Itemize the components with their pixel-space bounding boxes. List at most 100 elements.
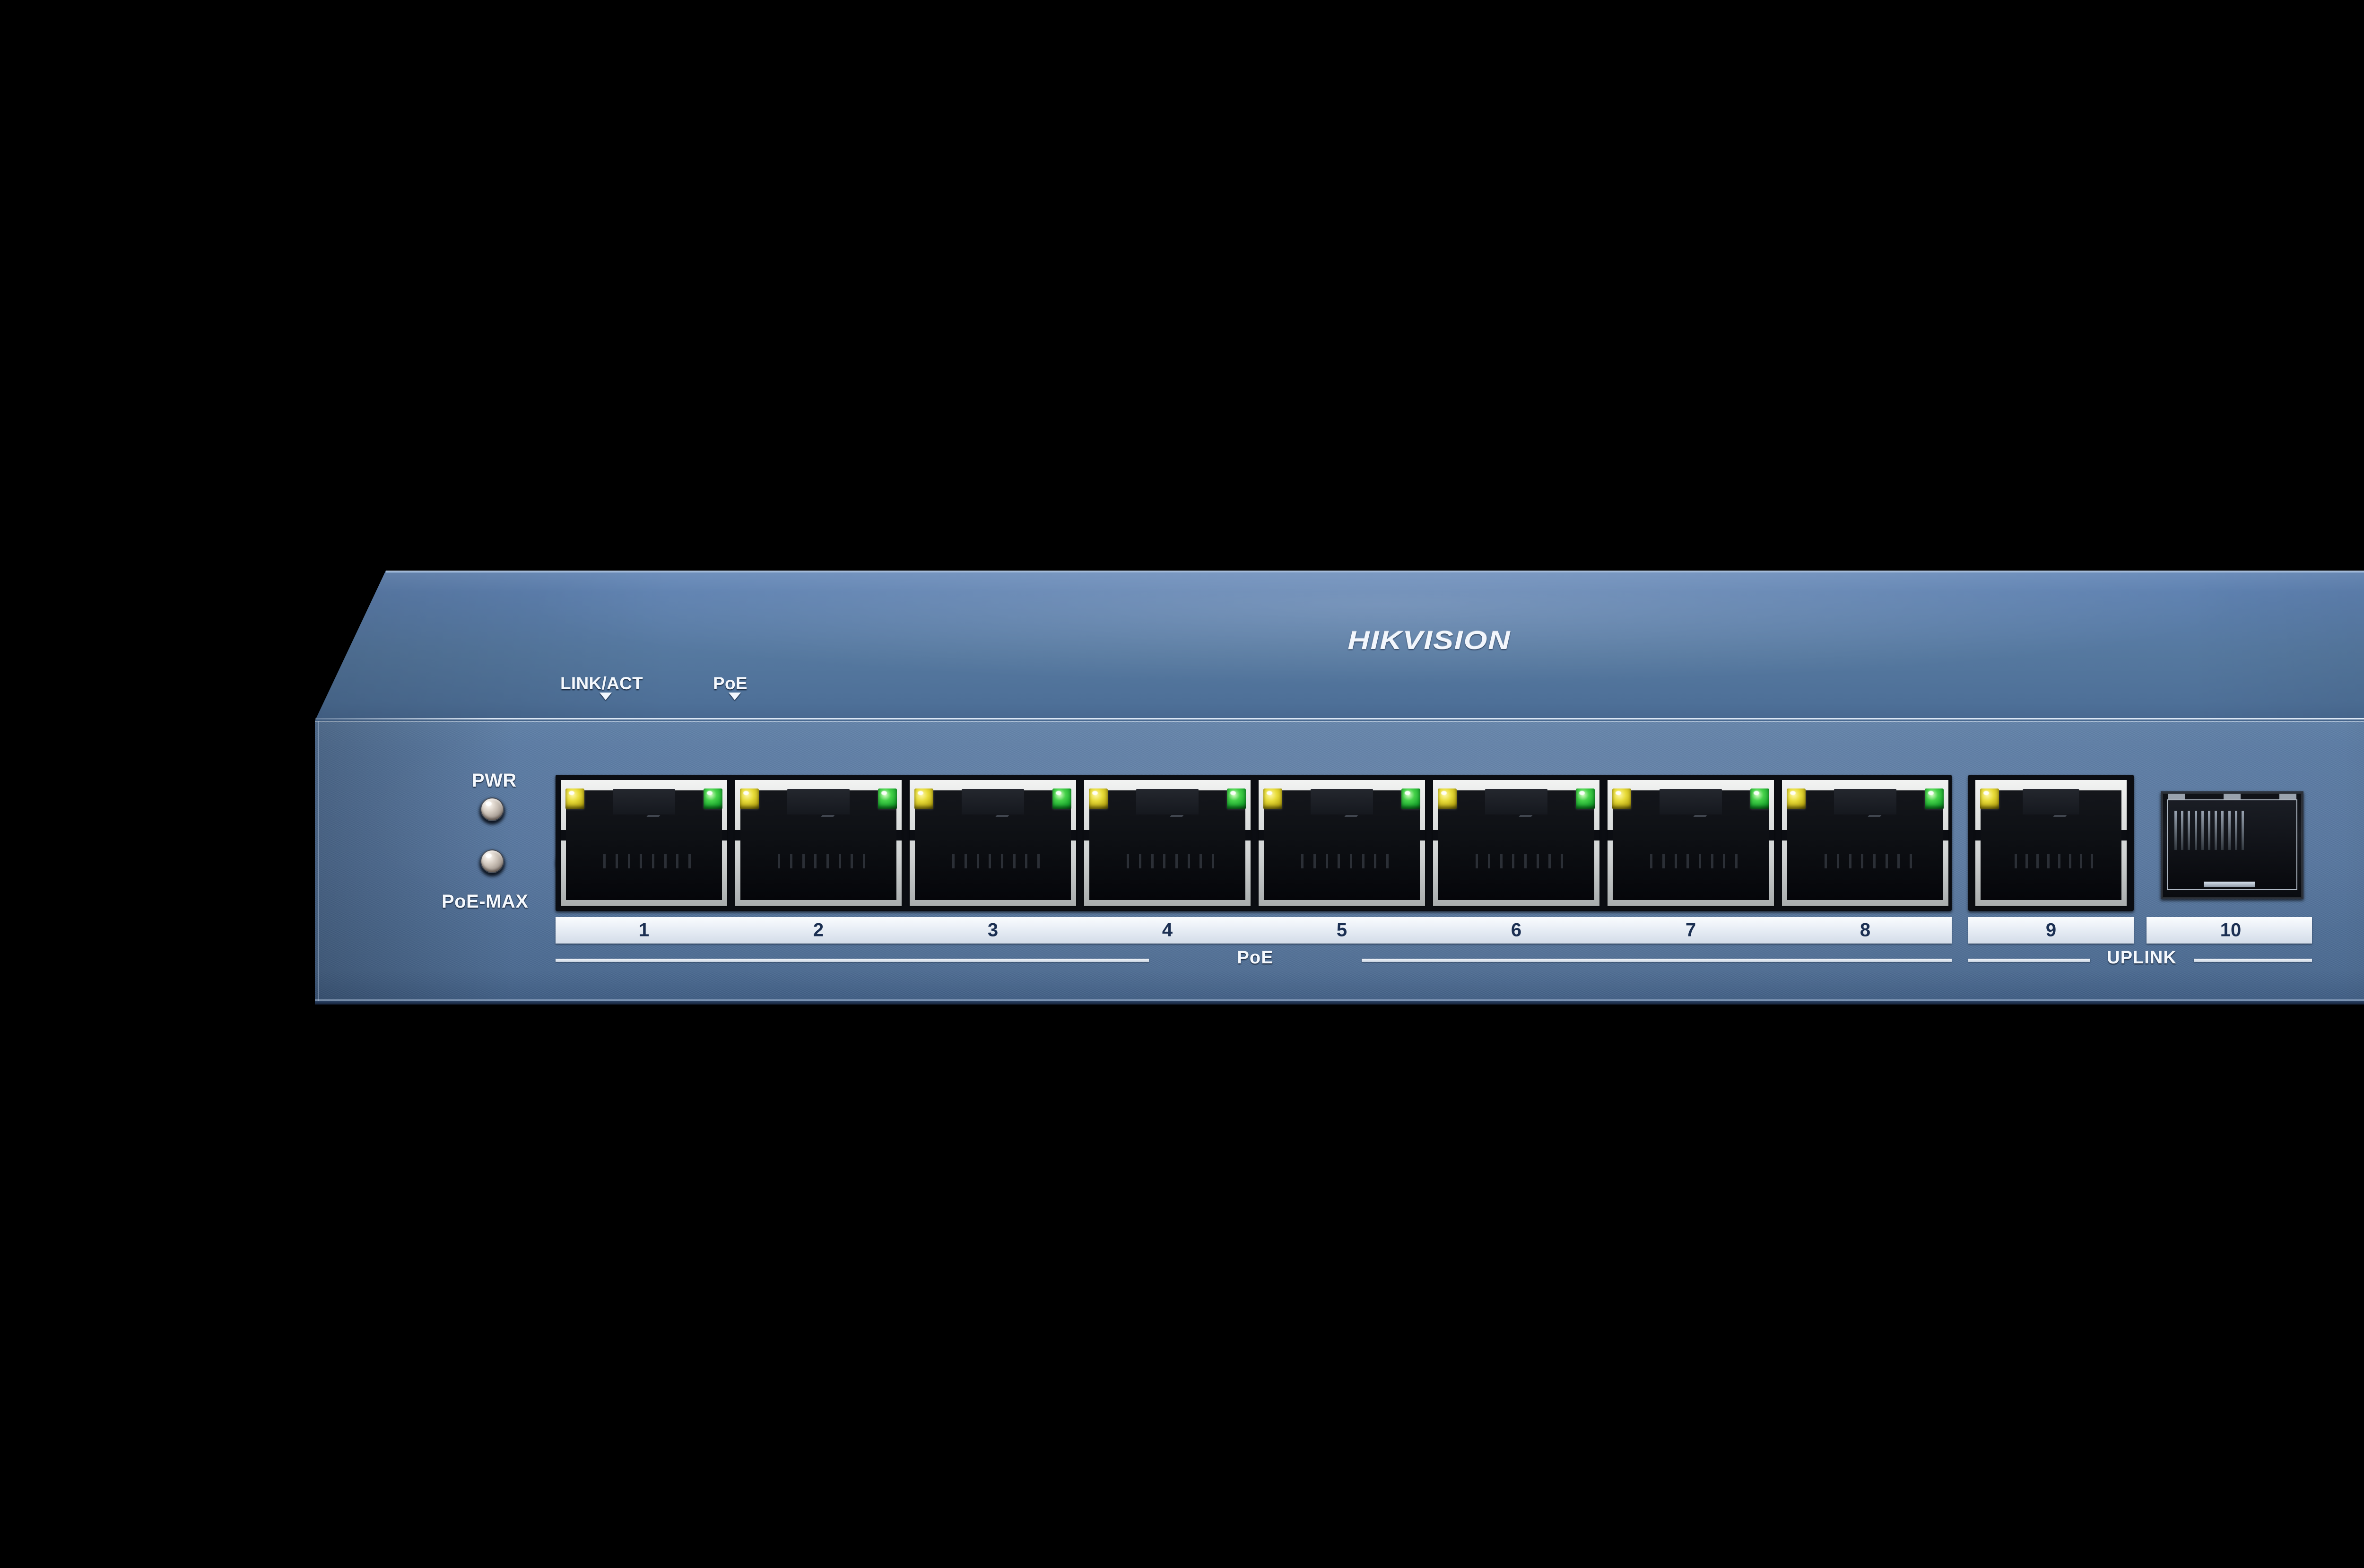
port-number-label-7: 7: [1685, 919, 1696, 941]
port-cavity: [1981, 789, 2121, 900]
chassis-top-back-edge: [386, 571, 2364, 573]
port-number-label-5: 5: [1336, 919, 1347, 941]
port-clip-right: [1594, 830, 1599, 841]
port-number-label-4: 4: [1162, 919, 1173, 941]
rj45-port-2[interactable]: [735, 780, 902, 906]
port-slash-mark: [1868, 815, 1882, 817]
port-clip-right: [2121, 830, 2127, 841]
port-clip-right: [722, 830, 727, 841]
port-contact-pins: [1301, 854, 1389, 868]
rj45-port-6[interactable]: [1433, 780, 1599, 906]
uplink-group-rail-left: [1968, 959, 2090, 962]
poe-arrow-icon: [729, 693, 741, 700]
yellow-status-led-port-1: [565, 788, 584, 809]
link-act-marker-label: LINK/ACT: [560, 674, 643, 693]
port-clip-left: [1259, 830, 1264, 841]
rj45-port-8[interactable]: [1782, 780, 1948, 906]
yellow-status-led-port-6: [1438, 788, 1457, 809]
port-cavity: [1787, 789, 1943, 900]
pwr-led-label: PWR: [472, 770, 517, 791]
uplink-group-caption: UPLINK: [2107, 948, 2177, 968]
port-number-label-6: 6: [1511, 919, 1522, 941]
sfp-cage-teeth: [2168, 794, 2296, 800]
poe-group-rail-left: [556, 959, 1149, 962]
poe-max-led-indicator: [480, 849, 504, 873]
port-clip-right: [1769, 830, 1774, 841]
pwr-led-indicator: [480, 797, 504, 821]
chassis-top-front-hairline: [315, 718, 2364, 719]
port-latch-notch: [1136, 789, 1199, 814]
port10-number-strip: 10: [2147, 917, 2312, 944]
sfp-cage-opening: [2167, 799, 2297, 890]
green-status-led-port-4: [1227, 788, 1246, 809]
port-number-label-8: 8: [1860, 919, 1871, 941]
port-cavity: [1089, 789, 1245, 900]
chassis-bottom-highlight: [315, 999, 2364, 1001]
link-act-marker: LINK/ACT: [560, 674, 643, 700]
chassis-bottom-edge: [315, 1001, 2364, 1005]
port-clip-left: [1608, 830, 1613, 841]
green-status-led-port-8: [1925, 788, 1944, 809]
port-latch-notch: [613, 789, 675, 814]
port-latch-notch: [1485, 789, 1547, 814]
port-clip-left: [1975, 830, 1981, 841]
yellow-status-led-port-8: [1787, 788, 1806, 809]
port-contact-pins: [952, 854, 1040, 868]
port-slash-mark: [1693, 815, 1707, 817]
uplink-group-rail-right: [2194, 959, 2312, 962]
port-contact-pins: [603, 854, 691, 868]
yellow-status-led-port-4: [1089, 788, 1108, 809]
port-cavity: [1264, 789, 1420, 900]
port-number-label-9: 9: [2045, 919, 2057, 941]
port-latch-notch: [2023, 789, 2079, 814]
port-latch-notch: [787, 789, 850, 814]
green-status-led-port-1: [704, 788, 722, 809]
port-slash-mark: [1519, 815, 1533, 817]
port-clip-right: [1943, 830, 1948, 841]
rj45-port-4[interactable]: [1084, 780, 1251, 906]
green-status-led-port-5: [1401, 788, 1420, 809]
yellow-status-led-port-9: [1980, 788, 1999, 809]
port-cavity: [740, 789, 896, 900]
rj45-port-5[interactable]: [1259, 780, 1425, 906]
port-number-label-3: 3: [987, 919, 999, 941]
yellow-status-led-port-2: [740, 788, 759, 809]
poe-marker-label: PoE: [713, 674, 747, 693]
port-cavity: [915, 789, 1071, 900]
poe-max-led-label: PoE-MAX: [442, 891, 529, 912]
rj45-port-3[interactable]: [910, 780, 1076, 906]
port-clip-left: [910, 830, 915, 841]
rj45-port-1[interactable]: [561, 780, 727, 906]
sfp-cage-ribs: [2174, 811, 2244, 850]
port9-number-strip: 9: [1968, 917, 2134, 944]
yellow-status-led-port-7: [1612, 788, 1631, 809]
poe-group-rail-right: [1362, 959, 1952, 962]
sfp-cage-tab: [2204, 882, 2255, 887]
port-slash-mark: [646, 815, 661, 817]
port-clip-right: [1071, 830, 1076, 841]
port-clip-right: [896, 830, 902, 841]
poe-marker: PoE: [713, 674, 747, 700]
port-clip-left: [1084, 830, 1089, 841]
rj45-port-7[interactable]: [1608, 780, 1774, 906]
port-contact-pins: [1825, 854, 1912, 868]
yellow-status-led-port-5: [1263, 788, 1282, 809]
port-latch-notch: [1311, 789, 1373, 814]
port-contact-pins: [778, 854, 865, 868]
port-clip-right: [1245, 830, 1251, 841]
green-status-led-port-2: [878, 788, 897, 809]
rj45-port-9[interactable]: [1975, 780, 2127, 906]
port-slash-mark: [995, 815, 1009, 817]
port-latch-notch: [1834, 789, 1896, 814]
port-clip-left: [735, 830, 740, 841]
poe-group-caption: PoE: [1237, 948, 1274, 968]
green-status-led-port-7: [1750, 788, 1769, 809]
port-contact-pins: [1650, 854, 1738, 868]
link-act-arrow-icon: [600, 693, 612, 700]
port-clip-left: [1433, 830, 1438, 841]
sfp-port-10[interactable]: [2161, 791, 2303, 899]
chassis-top-surface: [315, 571, 2364, 721]
port-cavity: [566, 789, 722, 900]
port-contact-pins: [1476, 854, 1563, 868]
